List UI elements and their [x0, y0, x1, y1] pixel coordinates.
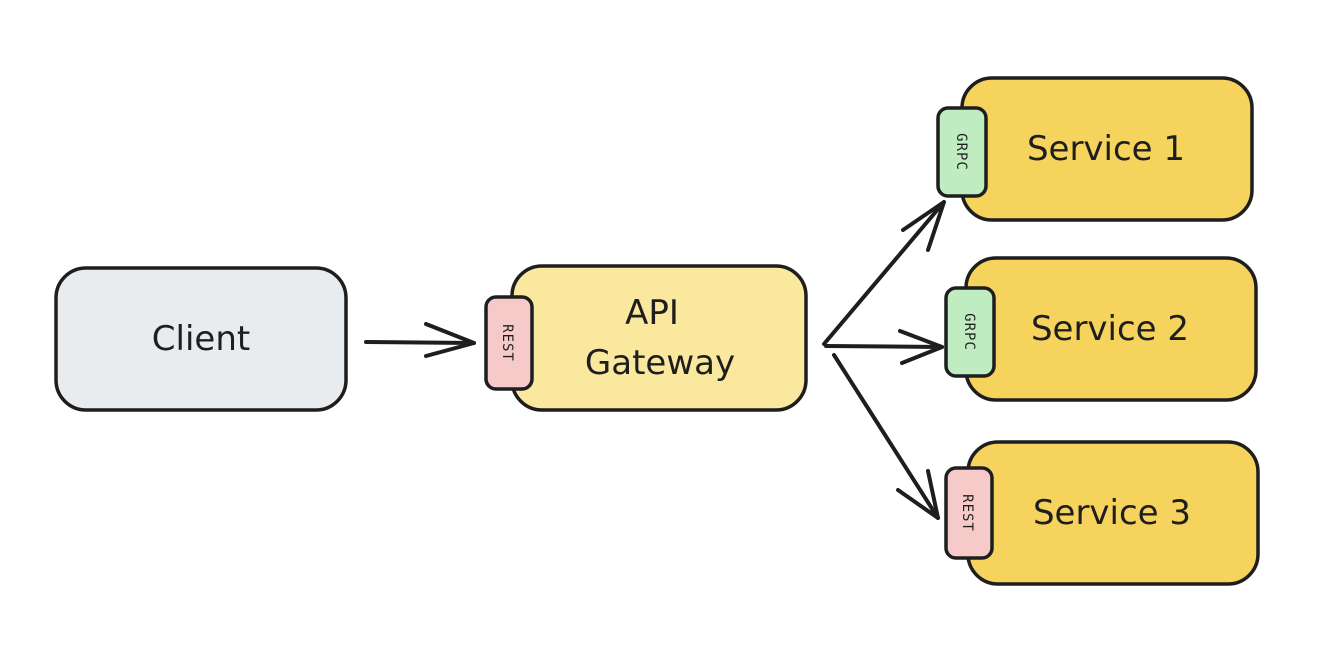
grpc-tag-label: GRPC [961, 313, 977, 351]
client-label: Client [152, 319, 250, 359]
edge-client-to-gateway [364, 322, 476, 358]
arrow-shaft [822, 200, 946, 346]
grpc-tag-box [944, 286, 996, 378]
service1-grpc-tag: GRPC [936, 106, 988, 198]
arrow-head [424, 322, 476, 358]
edge-gateway-to-service2 [824, 329, 944, 365]
service3-label: Service 3 [1033, 493, 1191, 533]
service3-rest-tag: REST [944, 466, 994, 560]
rest-tag-label: REST [959, 494, 975, 532]
rest-tag-box [944, 466, 994, 560]
grpc-tag-label: GRPC [953, 133, 969, 171]
service2-grpc-tag: GRPC [944, 286, 996, 378]
arrow-head [896, 469, 940, 520]
arrow-shaft [824, 344, 944, 349]
service2-node[interactable]: Service 2 GRPC [944, 256, 1258, 402]
arrow-head [901, 200, 946, 252]
gateway-label-line1: API [625, 293, 679, 333]
arrow-shaft [364, 340, 476, 345]
gateway-box [510, 264, 808, 412]
service3-node[interactable]: Service 3 REST [944, 440, 1260, 586]
rest-tag-box [484, 295, 534, 391]
gateway-rest-tag: REST [484, 295, 534, 391]
service1-label: Service 1 [1027, 129, 1185, 169]
service2-label: Service 2 [1031, 309, 1189, 349]
edge-gateway-to-service1 [822, 200, 946, 346]
gateway-label-line2: Gateway [585, 343, 735, 383]
rest-tag-label: REST [499, 324, 515, 362]
grpc-tag-box [936, 106, 988, 198]
client-node[interactable]: Client [54, 266, 348, 412]
gateway-node[interactable]: API Gateway REST [484, 264, 808, 412]
client-box [54, 266, 348, 412]
arrow-head [898, 329, 944, 365]
arrow-shaft [832, 353, 940, 520]
service1-node[interactable]: Service 1 GRPC [936, 76, 1254, 222]
edge-gateway-to-service3 [832, 353, 940, 520]
